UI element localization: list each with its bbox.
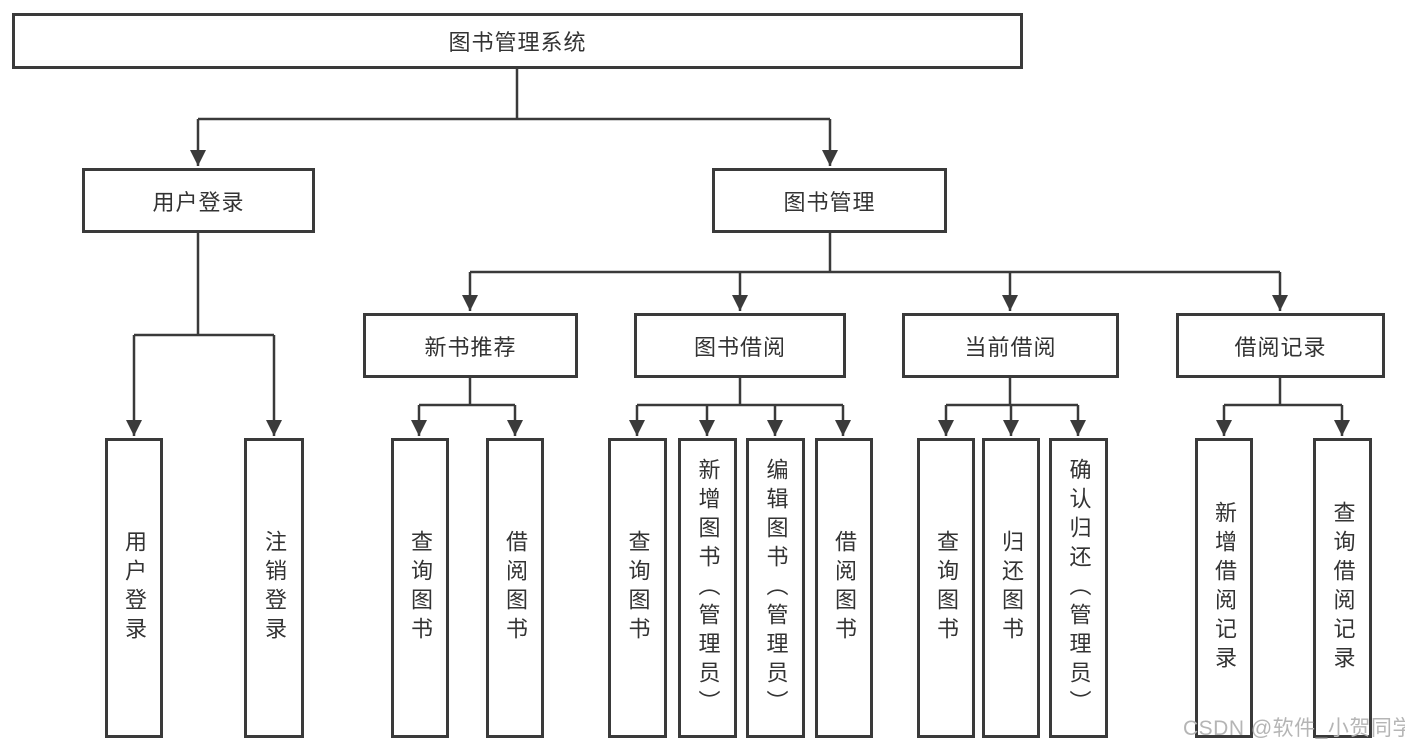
leaf-add-borrow-record: 新增借阅记录	[1195, 438, 1253, 738]
node-label: 用户登录	[152, 189, 245, 215]
node-book-borrow: 图书借阅	[634, 313, 846, 378]
node-label: 图书管理系统	[448, 30, 587, 55]
leaf-borrow-books-2: 借阅图书	[815, 438, 873, 738]
node-label: 新增借阅记录	[1212, 501, 1237, 675]
node-book-management: 图书管理	[712, 168, 947, 233]
node-label: 查询借阅记录	[1330, 501, 1356, 675]
leaf-logout: 注销登录	[244, 438, 304, 738]
leaf-return-books: 归还图书	[982, 438, 1040, 738]
leaf-query-books-1: 查询图书	[391, 438, 449, 738]
leaf-query-books-2: 查询图书	[608, 438, 667, 738]
leaf-user-login: 用户登录	[105, 438, 163, 738]
node-label: 新书推荐	[424, 334, 517, 360]
node-label: 编辑图书（管理员）	[763, 457, 789, 719]
node-label: 图书管理	[783, 189, 876, 215]
csdn-watermark: CSDN @软件_小贺同学	[1183, 717, 1405, 740]
leaf-borrow-books-1: 借阅图书	[486, 438, 544, 738]
node-current-borrow: 当前借阅	[902, 313, 1119, 378]
node-label: 用户登录	[122, 530, 147, 646]
leaf-query-borrow-record: 查询借阅记录	[1313, 438, 1372, 738]
node-label: 归还图书	[999, 530, 1024, 646]
leaf-edit-books-admin: 编辑图书（管理员）	[746, 438, 805, 738]
leaf-confirm-return-admin: 确认归还（管理员）	[1049, 438, 1108, 738]
leaf-add-books-admin: 新增图书（管理员）	[678, 438, 737, 738]
node-new-book-recommend: 新书推荐	[363, 313, 578, 378]
node-label: 借阅图书	[503, 530, 528, 646]
node-label: 确认归还（管理员）	[1066, 457, 1092, 719]
node-label: 当前借阅	[964, 334, 1057, 360]
node-label: 借阅图书	[832, 530, 857, 646]
leaf-query-books-3: 查询图书	[917, 438, 975, 738]
node-user-login: 用户登录	[82, 168, 315, 233]
node-label: 注销登录	[262, 530, 287, 646]
node-label: 查询图书	[625, 530, 651, 646]
node-root-system: 图书管理系统	[12, 13, 1023, 69]
node-label: 借阅记录	[1234, 334, 1327, 360]
node-label: 图书借阅	[693, 334, 786, 360]
node-label: 查询图书	[408, 530, 433, 646]
node-borrow-records: 借阅记录	[1176, 313, 1385, 378]
node-label: 查询图书	[934, 530, 959, 646]
node-label: 新增图书（管理员）	[695, 457, 721, 719]
